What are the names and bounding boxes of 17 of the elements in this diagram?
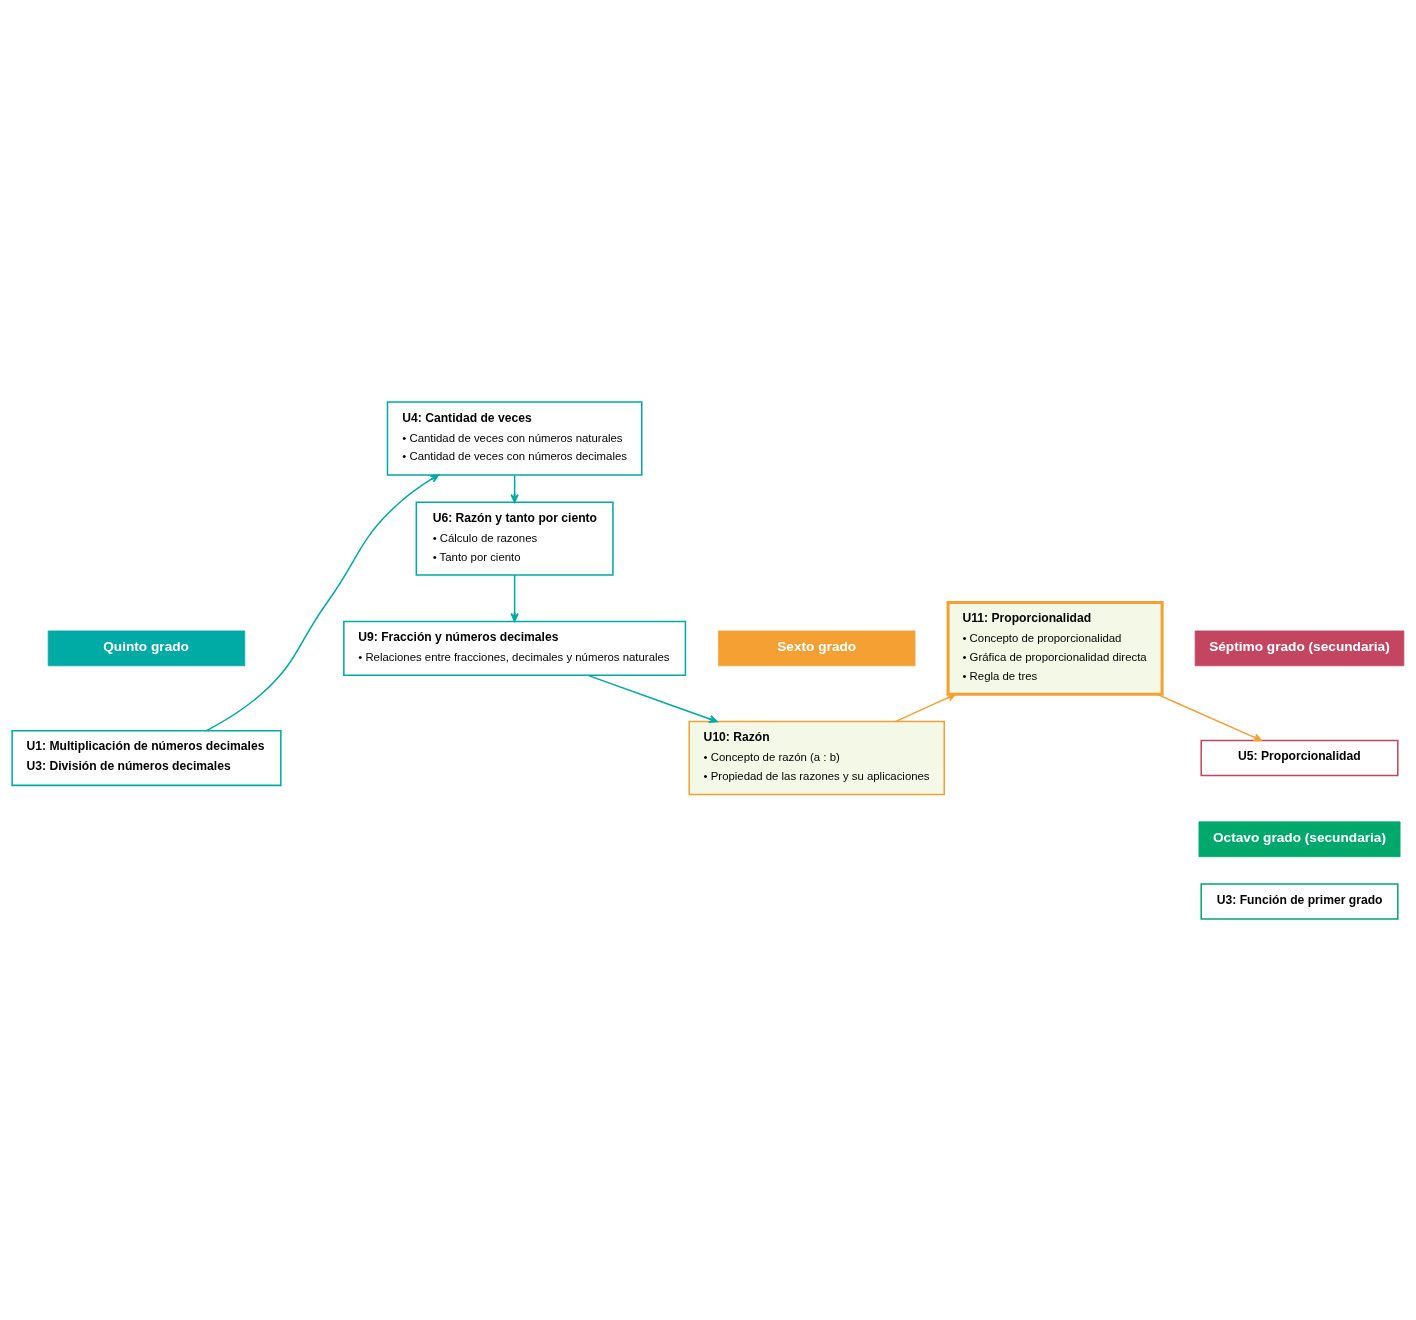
- node-box: U6: Razón y tanto por ciento • Cálculo de razones • Tanto por ciento: [415, 500, 614, 576]
- node-box: U5: Proporcionalidad: [1200, 739, 1399, 776]
- arrow: [510, 473, 519, 503]
- arrow: [587, 674, 718, 723]
- node-box: U11: Proporcionalidad • Concepto de proporcionalidad • Gráfica de proporcionalidad directa • Regla de tres: [946, 600, 1164, 696]
- node-box: Octavo grado (secundaria): [1198, 820, 1401, 857]
- node-box: U3: Función de primer grado: [1200, 882, 1399, 920]
- node-box: Séptimo grado (secundaria): [1194, 630, 1405, 666]
- arrow: [1156, 693, 1263, 741]
- node-box: U1: Multiplicación de números decimales U3: División de números decimales: [11, 729, 282, 786]
- node-box: Quinto grado: [47, 630, 246, 666]
- arrow: [205, 473, 440, 731]
- node-box: Sexto grado: [718, 630, 916, 666]
- node-box: U4: Cantidad de veces • Cantidad de veces con números naturales • Cantidad de veces con números decimales: [386, 400, 643, 476]
- node-box: U10: Razón • Concepto de razón (a : b) • Propiedad de las razones y su aplicaciones: [688, 720, 945, 795]
- arrow: [510, 573, 519, 622]
- node-box: U9: Fracción y números decimales • Relaciones entre fracciones, decimales y números naturales: [343, 620, 687, 676]
